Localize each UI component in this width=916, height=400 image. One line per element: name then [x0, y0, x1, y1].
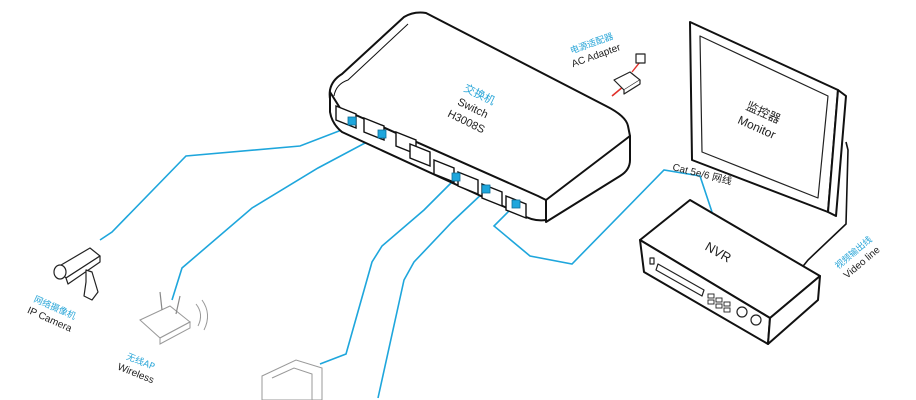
adapter-brick — [613, 71, 641, 91]
bottom-device — [261, 359, 323, 400]
camera-mount — [83, 269, 99, 301]
monitor-stand — [827, 89, 847, 217]
ip-camera: 网络摄像机 IP Camera — [25, 247, 101, 335]
cable-wireless-ap — [171, 133, 383, 301]
ac-adapter: 电源适配器 AC Adapter — [568, 30, 646, 97]
port-4 — [409, 142, 431, 168]
wireless-ap: 无线AP Wireless — [116, 291, 208, 386]
plug-port-7 — [511, 199, 521, 209]
network-cables — [99, 125, 713, 399]
cable-device-2 — [377, 189, 487, 399]
adapter-cable — [631, 61, 641, 73]
ap-antenna-2 — [175, 295, 181, 315]
monitor-screen — [699, 35, 829, 199]
port-5 — [433, 158, 455, 184]
cable-nvr — [492, 169, 713, 265]
plug-port-1 — [347, 116, 357, 126]
wifi-signal-icon — [195, 299, 208, 331]
cable-ip-camera — [99, 125, 353, 241]
video-cable — [799, 141, 849, 271]
switch-side — [545, 135, 631, 223]
camera-lens — [53, 264, 67, 280]
adapter-plug — [635, 53, 646, 64]
plug-port-2 — [377, 129, 387, 139]
plug-port-5 — [451, 172, 461, 182]
network-switch: 交换机 Switch H3008S — [328, 11, 631, 223]
nvr-disc-slot — [655, 263, 705, 297]
nvr-power-led — [649, 257, 655, 265]
nvr-knob-1 — [736, 306, 748, 318]
ap-antenna-1 — [159, 291, 163, 311]
nvr-buttons — [707, 293, 731, 313]
nvr-knob-2 — [750, 314, 762, 326]
nvr: NVR — [639, 199, 821, 345]
monitor: 监控器 Monitor — [689, 21, 847, 217]
nvr-side — [767, 275, 821, 345]
cable-device-1 — [319, 177, 457, 365]
plug-port-6 — [481, 184, 491, 194]
ap-body — [139, 305, 191, 339]
